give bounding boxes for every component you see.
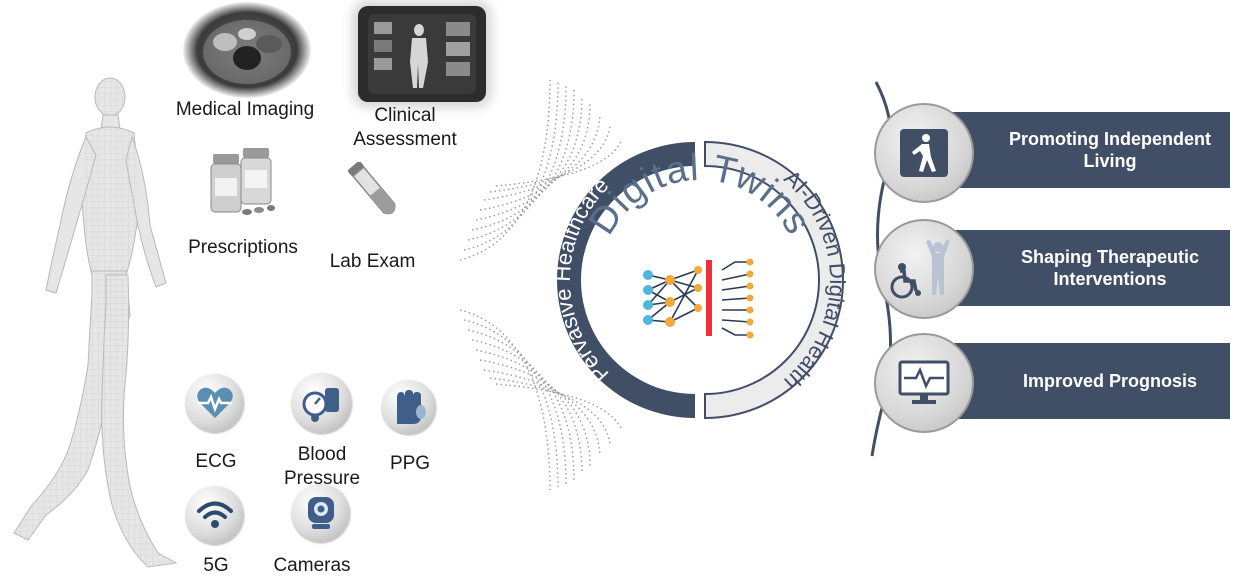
5g-sensor <box>186 486 244 544</box>
digital-twins-ring: Pervasive Healthcare AI-Driven Digital H… <box>550 140 850 420</box>
outcome-circle-improved-prognosis <box>874 333 974 433</box>
prescriptions-label: Prescriptions <box>188 237 298 258</box>
clinical-screen-icon <box>368 14 476 94</box>
data-stream-lines <box>459 79 623 491</box>
clinical-assessment-label: Clinical Assessment <box>353 105 457 150</box>
ecg-sensor <box>186 374 244 432</box>
finger-ppg-icon <box>397 390 426 424</box>
medical-imaging-label: Medical Imaging <box>175 99 315 120</box>
outcome-label-independent-living: Promoting Independent Living <box>1009 129 1211 171</box>
5g-label: 5G <box>203 555 229 576</box>
outcome-circle-therapeutic-interventions <box>874 219 974 319</box>
wifi-icon <box>197 501 233 528</box>
blood-pressure-sensor <box>292 373 352 433</box>
walking-person-icon <box>900 129 948 177</box>
blood-pressure-icon <box>302 388 339 422</box>
wheelchair-icon <box>890 240 950 299</box>
human-body-figure <box>13 77 178 568</box>
ai-driven-digital-health-arc <box>704 140 844 420</box>
lab-exam-label: Lab Exam <box>329 251 416 272</box>
heart-ecg-icon <box>197 387 233 418</box>
camera-icon <box>308 497 334 529</box>
ecg-label: ECG <box>195 451 237 472</box>
neural-network-icon <box>643 258 754 339</box>
outcome-label-therapeutic-interventions: Shaping Therapeutic Interventions <box>1020 247 1200 289</box>
prescription-bottles-icon <box>210 148 275 215</box>
outcome-bar-improved-prognosis: Improved Prognosis <box>950 343 1230 419</box>
pervasive-healthcare-arc <box>557 142 695 418</box>
ct-scan-icon <box>203 20 291 84</box>
ppg-sensor <box>382 380 436 434</box>
blood-pressure-label: Blood Pressure <box>283 444 361 489</box>
outcome-bar-therapeutic-interventions: Shaping Therapeutic Interventions <box>950 230 1230 306</box>
cameras-label: Cameras <box>273 555 351 576</box>
outcome-circle-independent-living <box>874 103 974 203</box>
ppg-label: PPG <box>389 453 431 474</box>
camera-sensor <box>292 484 350 542</box>
outcome-bar-independent-living: Promoting Independent Living <box>950 112 1230 188</box>
monitor-pulse-icon <box>898 360 950 404</box>
outcome-label-improved-prognosis: Improved Prognosis <box>1022 371 1198 391</box>
test-tube-icon <box>347 162 396 215</box>
